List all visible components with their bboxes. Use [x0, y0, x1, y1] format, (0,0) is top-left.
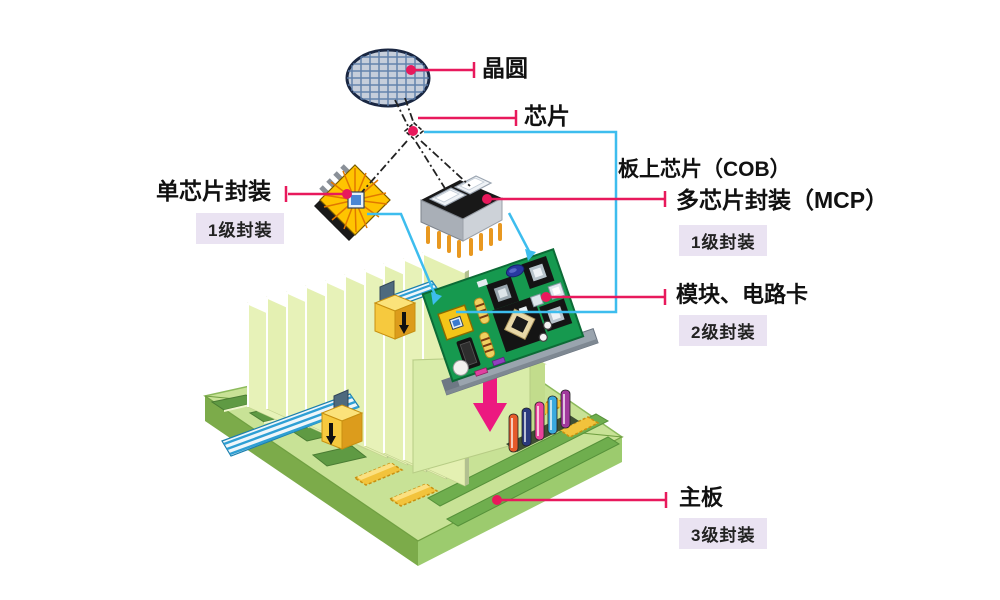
- single-chip-package-label: 单芯片封装: [156, 178, 271, 204]
- module-card-label: 模块、电路卡: [676, 282, 809, 307]
- connector-box-1: [373, 280, 417, 340]
- mcp-pins: [426, 223, 502, 258]
- wafer-label: 晶圆: [482, 55, 528, 81]
- mcp-label: 多芯片封装（MCP）: [676, 187, 889, 213]
- mcp-package: [420, 175, 503, 258]
- level-3-tag: 3级封装: [679, 518, 768, 549]
- leader-dots: [342, 65, 551, 505]
- leader-lines: [284, 62, 668, 508]
- dice-trace-lines: [361, 97, 471, 193]
- board-channels: [427, 413, 621, 527]
- level-1-tag-right: 1级封装: [679, 225, 768, 256]
- chip-label: 芯片: [524, 103, 570, 129]
- circuit-card: [421, 248, 599, 396]
- connector-box-2: [320, 389, 364, 450]
- capacitors: [506, 389, 579, 453]
- mainboard-label: 主板: [679, 485, 724, 510]
- level-1-tag-left: 1级封装: [196, 213, 285, 244]
- level-2-tag: 2级封装: [679, 315, 768, 346]
- cob-label: 板上芯片（COB）: [618, 158, 791, 181]
- wafer-illustration: [345, 48, 431, 108]
- cob-trace-line: [424, 130, 618, 314]
- package-trace-lines: [367, 212, 536, 305]
- qfp-package: [314, 164, 391, 241]
- cob-chip: [437, 304, 475, 341]
